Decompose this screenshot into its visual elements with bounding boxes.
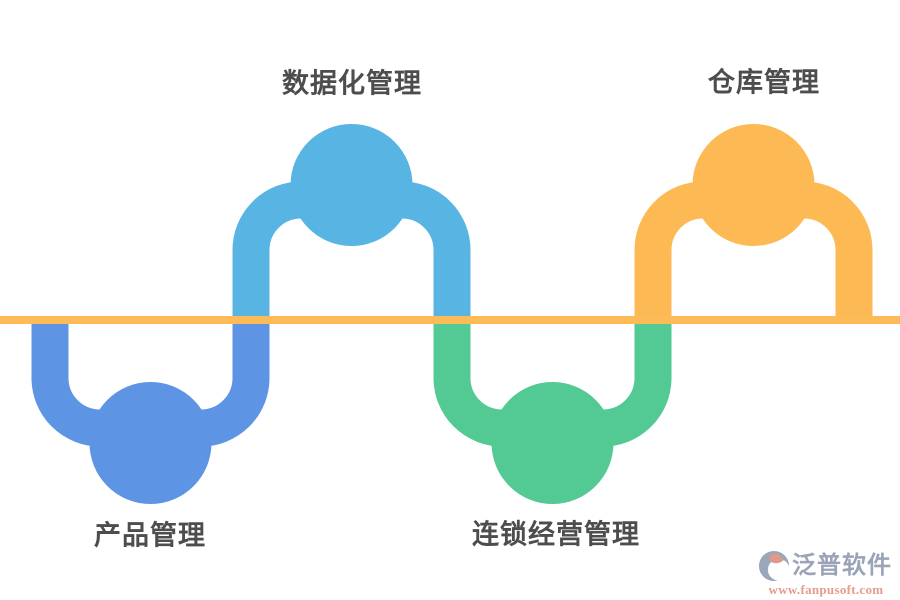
label-data-management: 数据化管理: [282, 68, 422, 99]
node-circle-product: [89, 382, 212, 504]
brand-url: www.fanpusoft.com: [768, 582, 884, 597]
brand-watermark: 泛普软件 www.fanpusoft.com: [758, 550, 894, 596]
node-circle-chain: [491, 382, 614, 504]
fanpu-logo-icon: [758, 550, 790, 582]
node-circle-data: [290, 124, 413, 246]
baseline: [0, 316, 900, 324]
label-warehouse-management: 仓库管理: [708, 67, 820, 98]
label-product-management: 产品管理: [94, 520, 206, 551]
label-chain-operation-management: 连锁经营管理: [472, 519, 640, 550]
brand-name: 泛普软件: [792, 552, 892, 579]
node-circle-warehouse: [692, 124, 815, 246]
